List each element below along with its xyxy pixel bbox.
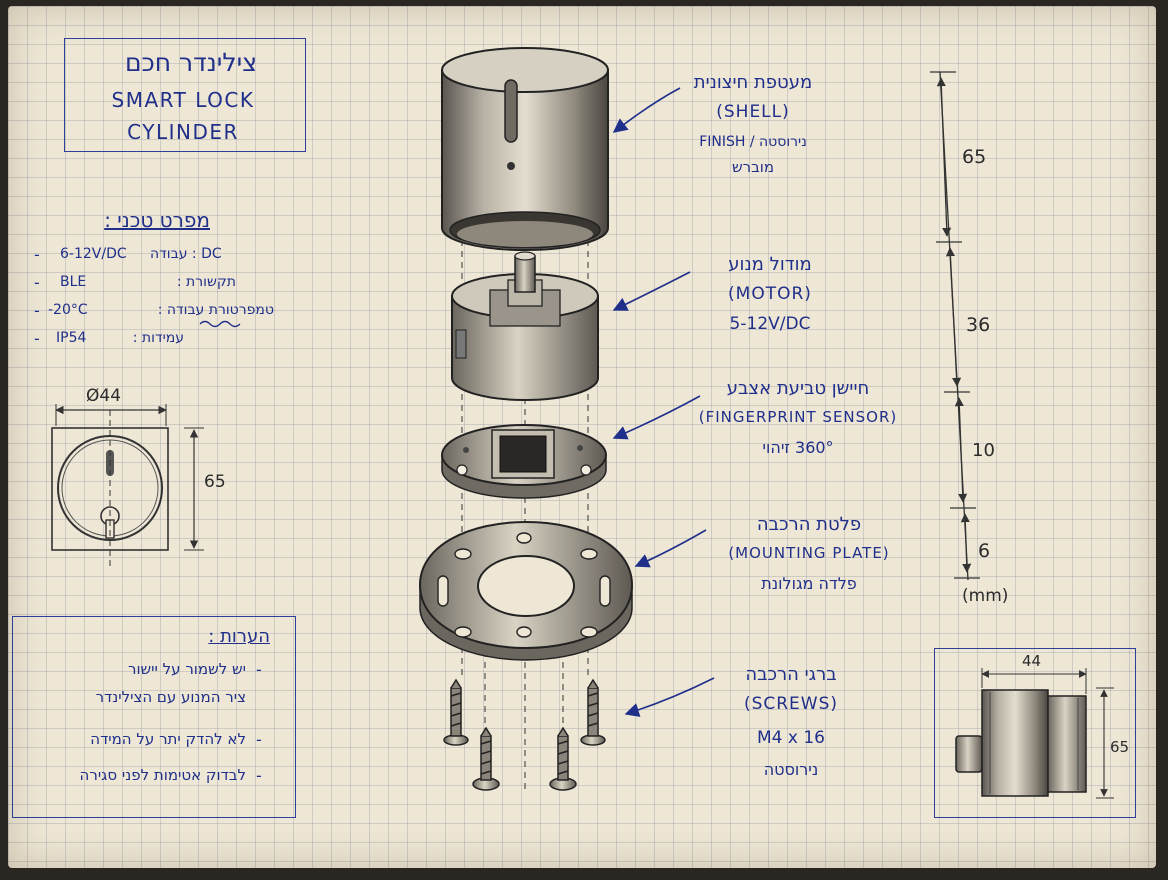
side-width-label: 44 — [1022, 652, 1042, 670]
title-line1: SMART LOCK — [111, 88, 255, 112]
spec-label: טמפרטורת עבודה : — [157, 302, 274, 318]
title-hebrew: צילינדר חכם — [124, 48, 258, 77]
part-screws-size: M4 x 16 — [757, 728, 825, 748]
part-sensor-english: (FINGERPRINT SENSOR) — [698, 408, 898, 426]
spec-value: BLE — [60, 274, 87, 290]
title-line2: CYLINDER — [127, 120, 239, 144]
spec-label: תקשורת : — [176, 274, 236, 290]
dimension-line — [930, 71, 980, 581]
side-height-label: 65 — [1110, 738, 1130, 756]
dim-plate: 6 — [978, 540, 991, 562]
note-line: ציר המנוע עם הצילינדר — [95, 688, 246, 706]
part-screws-material: נירוסטה — [763, 760, 819, 779]
spec-squiggle — [199, 320, 241, 328]
part-screws-hebrew: ברגי הרכבה — [745, 664, 837, 685]
note-dash: - — [256, 660, 262, 679]
part-sensor-detection: 360° זיהוי — [762, 438, 834, 457]
part-motor-english: (MOTOR) — [728, 284, 812, 304]
part-motor-hebrew: מודול מנוע — [728, 254, 812, 275]
screw — [549, 726, 577, 791]
title-box — [64, 38, 306, 152]
spec-value: IP54 — [56, 330, 87, 346]
note-dash: - — [256, 766, 262, 785]
part-shell-finish: FINISH / נירוסטה — [699, 134, 807, 150]
screw — [472, 726, 500, 791]
part-plate-material: פלדה מגולונת — [761, 574, 857, 593]
shell-illustration — [441, 47, 609, 251]
screw — [443, 678, 469, 746]
spec-dash: - — [34, 301, 40, 320]
mounting-plate-illustration — [418, 520, 634, 661]
spec-label: עמידות : — [132, 330, 184, 346]
dim-unit: (mm) — [962, 586, 1009, 606]
part-shell-hebrew: מעטפת חיצונית — [693, 72, 813, 93]
note-dash: - — [256, 730, 262, 749]
part-sensor-hebrew: חיישן טביעת אצבע — [726, 378, 870, 399]
label-arrows — [612, 87, 715, 717]
spec-value: 6-12V/DC — [60, 246, 127, 262]
part-motor-voltage: 5-12V/DC — [729, 314, 811, 334]
dim-motor: 36 — [966, 314, 991, 336]
screws-illustration — [443, 678, 606, 791]
part-screws-english: (SCREWS) — [743, 694, 839, 714]
note-line: לא להדק יתר על המידה — [90, 730, 246, 748]
front-view-illustration — [51, 404, 204, 570]
note-line: יש לשמור על יישור — [128, 660, 246, 678]
dim-sensor: 10 — [972, 440, 995, 461]
screw — [580, 678, 606, 746]
specs-heading: מפרט טכני : — [104, 208, 210, 232]
spec-label: עבודה : DC — [150, 246, 222, 262]
motor-illustration — [451, 251, 599, 401]
spec-value: -20°C — [48, 302, 88, 318]
side-view-illustration — [955, 668, 1114, 799]
part-plate-hebrew: פלטת הרכבה — [756, 514, 862, 535]
spec-dash: - — [34, 329, 40, 348]
spec-dash: - — [34, 273, 40, 292]
front-diameter-label: Ø44 — [86, 386, 122, 406]
part-shell-english: (SHELL) — [716, 102, 790, 122]
part-plate-english: (MOUNTING PLATE) — [728, 544, 890, 562]
side-view-box — [934, 648, 1136, 818]
notes-heading: הערות : — [208, 626, 270, 647]
part-shell-brushed: מוברש — [731, 158, 775, 176]
note-line: לבדוק אטימות לפני סגירה — [79, 766, 246, 784]
fingerprint-sensor-illustration — [441, 424, 607, 499]
spec-dash: - — [34, 245, 40, 264]
notes-box — [12, 616, 296, 818]
dim-shell: 65 — [962, 146, 987, 168]
front-height-label: 65 — [204, 472, 226, 492]
